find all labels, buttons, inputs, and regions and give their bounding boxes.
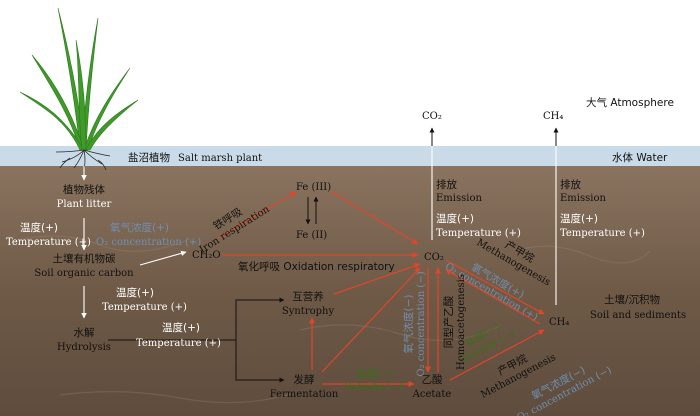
acetate-en: Acetate	[412, 389, 452, 400]
hydrolysis-en: Hydrolysis	[57, 342, 111, 353]
salinity-en-1: Salinity (−)	[345, 382, 403, 393]
temp-en-4: Temperature (+)	[436, 228, 521, 239]
emission-zh-1: 排放	[436, 178, 457, 191]
acetate-zh: 乙酸	[422, 373, 443, 386]
arrow-ch2o-to-fe3	[217, 191, 297, 239]
ch2o-node: CH₂O	[192, 250, 221, 261]
soil-texture	[19, 235, 651, 404]
co2-atmosphere: CO₂	[422, 111, 442, 122]
arrow-acetate-to-ch4	[449, 329, 545, 381]
plant-label-en: Salt marsh plant	[178, 153, 262, 164]
plant-litter-en: Plant litter	[57, 199, 112, 210]
salinity-zh-1: 盐度(−)	[356, 367, 394, 380]
arrow-co2-to-ch4	[445, 259, 545, 315]
soil-label-en: Soil and sediments	[590, 310, 686, 321]
fermentation-zh: 发酵	[294, 373, 315, 386]
atmosphere-label: 大气 Atmosphere	[586, 96, 674, 109]
oxidation-respiratory-label: 氧化呼吸 Oxidation respiratory	[238, 260, 395, 273]
o2-minus-zh-vertical: 氧气浓度(−)	[402, 295, 415, 354]
fe3-node: Fe (III)	[296, 182, 331, 193]
atmosphere-zone	[0, 0, 700, 146]
arrow-ch4-to-co2	[445, 269, 541, 325]
emission-zh-2: 排放	[560, 178, 581, 191]
o2-plus-en-1: O₂ concentration (+)	[96, 237, 201, 248]
temp-zh-3: 温度(+)	[162, 321, 200, 334]
soil-zone	[0, 166, 700, 416]
soil-label-zh: 土壤/沉积物	[604, 293, 660, 306]
temp-zh-4: 温度(+)	[436, 212, 474, 225]
fe2-node: Fe (II)	[296, 230, 327, 241]
water-label: 水体 Water	[612, 152, 668, 164]
hydrolysis-zh: 水解	[74, 326, 95, 339]
co2-soil: CO₂	[424, 252, 444, 263]
soc-en: Soil organic carbon	[34, 268, 134, 279]
temp-zh-5: 温度(+)	[560, 212, 598, 225]
emission-en-1: Emission	[436, 193, 482, 204]
arrow-to-fermentation	[235, 340, 285, 383]
homoacetogenesis-zh: 同型产乙酸	[442, 295, 455, 348]
temp-zh-2: 温度(+)	[116, 286, 154, 299]
plant-litter-zh: 植物残体	[63, 183, 105, 196]
temp-en-3: Temperature (+)	[136, 338, 221, 349]
arrow-soc-to-ch2o	[139, 250, 187, 266]
syntrophy-zh: 互营养	[292, 290, 324, 303]
fermentation-en: Fermentation	[270, 389, 339, 400]
plant-label-zh: 盐沼植物	[128, 151, 170, 164]
water-zone	[0, 146, 700, 166]
homoacetogenesis-en: Homoacetogenesis	[456, 274, 467, 370]
ch4-soil: CH₄	[549, 317, 569, 328]
o2-minus-en-vertical: O₂ concentration (−)	[416, 271, 427, 376]
arrow-fermentation-to-co2	[321, 267, 421, 373]
ch4-atmosphere: CH₄	[543, 111, 563, 122]
arrow-syntrophy-to-co2	[333, 262, 421, 295]
syntrophy-en: Syntrophy	[282, 306, 335, 317]
temp-en-1: Temperature (+)	[6, 237, 91, 248]
temp-en-5: Temperature (+)	[560, 228, 645, 239]
o2-plus-zh-1: 氧气浓度(+)	[110, 221, 169, 234]
soc-zh: 土壤有机物碳	[53, 252, 116, 265]
arrow-to-syntrophy	[235, 297, 285, 340]
arrow-fe3-to-co2	[331, 191, 419, 245]
temp-en-2: Temperature (+)	[102, 302, 187, 313]
emission-en-2: Emission	[560, 193, 606, 204]
temp-zh-1: 温度(+)	[20, 221, 58, 234]
salt-marsh-plant-icon	[19, 7, 139, 171]
